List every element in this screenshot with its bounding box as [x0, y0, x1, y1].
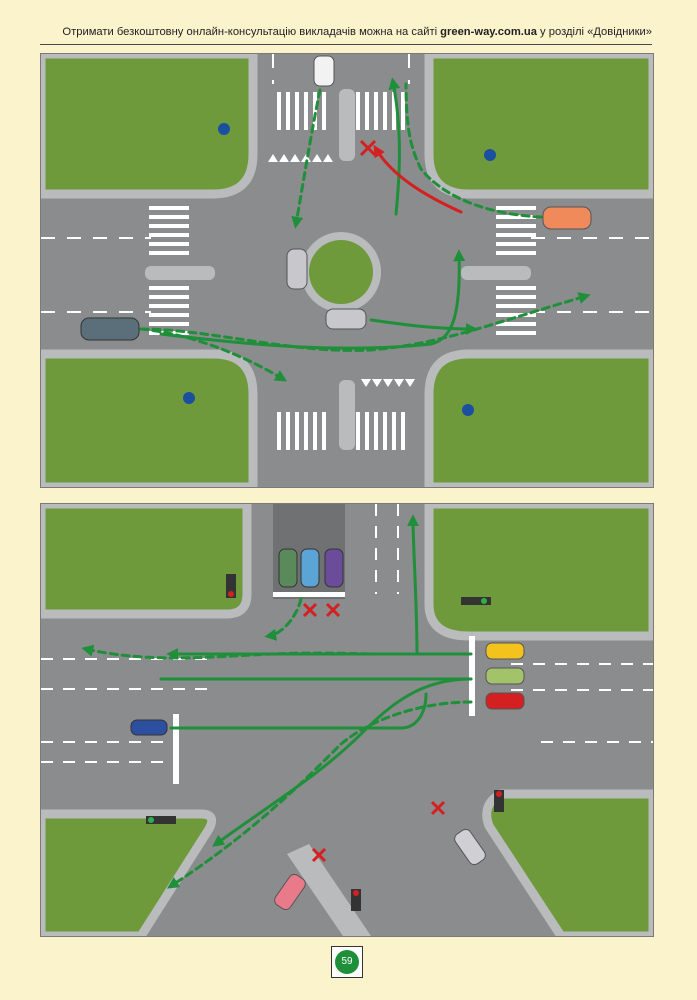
page-number-box: 59	[331, 946, 363, 978]
car-dark-west	[80, 317, 140, 341]
green-arrow-icon	[139, 327, 288, 382]
green-arrow-icon	[264, 597, 303, 641]
car-white-north	[313, 55, 335, 87]
car-yellow-east	[485, 642, 525, 660]
car-green-north	[278, 548, 298, 588]
forbidden-cross-icon	[359, 139, 377, 157]
page-number: 59	[335, 950, 359, 974]
traffic-light-icon	[461, 597, 491, 605]
page-header: Отримати безкоштовну онлайн-консультацію…	[40, 22, 652, 45]
red-arrow-icon	[373, 144, 463, 214]
car-silver-southeast	[454, 828, 486, 866]
green-arrow-icon	[159, 249, 466, 350]
green-arrow-icon	[139, 292, 591, 352]
car-silver-exit	[325, 308, 367, 330]
car-lightgreen-east	[485, 667, 525, 685]
green-arrow-icon	[212, 677, 473, 847]
car-red-east	[485, 692, 525, 710]
green-arrow-icon	[166, 700, 473, 889]
roundabout-sign-icon	[183, 392, 195, 404]
roundabout-sign-icon	[484, 149, 496, 161]
roundabout-sign-icon	[462, 404, 474, 416]
green-arrow-icon	[81, 644, 383, 660]
traffic-light-icon	[494, 790, 504, 812]
car-purple-north	[324, 548, 344, 588]
grass-areas	[41, 54, 653, 487]
signalized-intersection-diagram	[40, 503, 654, 937]
header-site-link[interactable]: green-way.com.ua	[440, 26, 537, 38]
car-navy-west	[130, 719, 168, 736]
green-arrow-icon	[369, 318, 478, 335]
car-blue-north	[300, 548, 320, 588]
green-arrow-icon	[407, 514, 420, 656]
green-arrow-icon	[291, 88, 322, 229]
header-text-after: у розділі «Довідники»	[536, 26, 652, 38]
header-text: Отримати безкоштовну онлайн-консультацію…	[62, 26, 652, 38]
traffic-light-icon	[351, 889, 361, 911]
crosswalks	[149, 92, 536, 450]
header-text-before: Отримати безкоштовну онлайн-консультацію…	[62, 26, 441, 38]
green-arrow-icon	[169, 692, 428, 730]
green-arrow-icon	[404, 82, 543, 219]
roundabout-sign-icon	[218, 123, 230, 135]
car-orange-east	[542, 206, 592, 230]
roundabout-diagram	[40, 53, 654, 488]
forbidden-cross-icon	[302, 602, 446, 863]
car-silver-roundabout	[286, 248, 308, 290]
green-arrow-icon	[388, 77, 401, 216]
traffic-light-icon	[146, 816, 176, 824]
traffic-light-icon	[226, 574, 236, 598]
car-pink-southwest	[274, 873, 306, 911]
